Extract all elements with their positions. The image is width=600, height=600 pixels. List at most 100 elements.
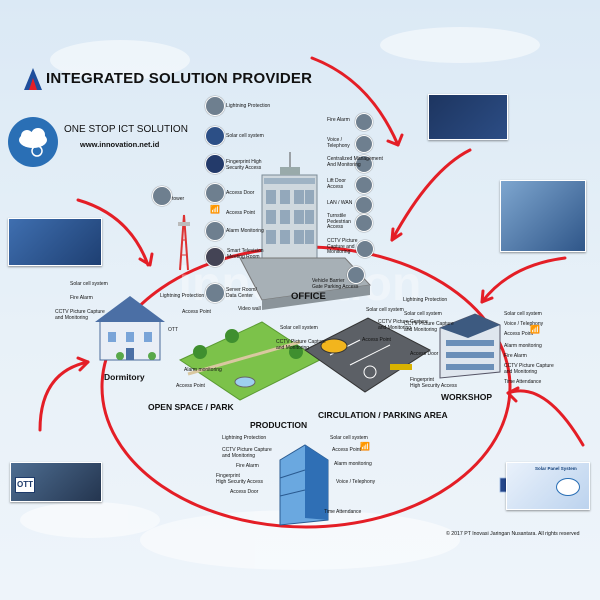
dorm-fire-label: Fire Alarm bbox=[70, 295, 93, 301]
cloud-badge-icon bbox=[8, 117, 58, 167]
office-lan-label: LAN / WAN bbox=[327, 200, 353, 206]
red-arrows bbox=[38, 56, 585, 447]
office-ap-label: Access Point bbox=[226, 210, 255, 216]
office-videowall-label: Video wall bbox=[238, 306, 261, 312]
datacenter-photo-panel bbox=[500, 180, 586, 252]
office-smart-tv-label: Smart Television Meeting Room bbox=[227, 248, 264, 260]
monitoring-icon bbox=[355, 155, 373, 173]
prod-time-label: Time Attendance bbox=[324, 509, 362, 515]
parking-ap-label: Access Point bbox=[362, 337, 391, 343]
ws-cctv2-label: CCTV Picture Capture and Monitoring bbox=[504, 363, 554, 375]
lift-door-icon bbox=[355, 176, 373, 194]
dorm-cctv-label: CCTV Picture Capture and Monitoring bbox=[55, 309, 105, 321]
office-barrier-label: Vehicle Barrier Gate Parking Access bbox=[312, 278, 359, 290]
office-voice-label: Voice / Telephony bbox=[327, 137, 350, 149]
tower-label: tower bbox=[172, 196, 185, 202]
zone-office-title: OFFICE bbox=[291, 291, 326, 302]
ws-solar-label: Solar cell system bbox=[404, 311, 442, 317]
dorm-ott-label: OTT bbox=[168, 327, 178, 333]
company-logo-icon bbox=[24, 68, 42, 90]
turnstile-icon bbox=[355, 214, 373, 232]
network-switch-icon bbox=[355, 196, 373, 214]
office-server-label: Server Room/ Data Center bbox=[226, 287, 257, 299]
telephone-icon bbox=[355, 135, 373, 153]
ws-solar2-label: Solar cell system bbox=[504, 311, 542, 317]
tagline: ONE STOP ICT SOLUTION bbox=[64, 124, 188, 135]
access-door-icon bbox=[205, 183, 225, 203]
dorm-ap-label: Access Point bbox=[182, 309, 211, 315]
park-cctv-label: CCTV Picture Capture and Monitoring bbox=[276, 339, 326, 351]
wifi-icon: 📶 bbox=[530, 325, 540, 334]
office-turnstile-label: Turnstile Pedestrian Access bbox=[327, 213, 351, 231]
dorm-lightning-label: Lightning Protection bbox=[160, 293, 205, 299]
solar-cell-icon bbox=[205, 126, 225, 146]
tower-icon bbox=[178, 214, 190, 271]
fire-alarm-icon bbox=[355, 113, 373, 131]
website-url[interactable]: www.innovation.net.id bbox=[80, 140, 160, 149]
ws-alarm-label: Alarm monitoring bbox=[504, 343, 542, 349]
ws-ap-label: Access Point bbox=[504, 331, 533, 337]
office-door-label: Access Door bbox=[226, 190, 255, 196]
lightbulb-icon bbox=[556, 478, 580, 496]
ws-cctv-label: CCTV Picture Capture and Monitoring bbox=[404, 321, 454, 333]
park-area bbox=[178, 321, 322, 401]
page-title: INTEGRATED SOLUTION PROVIDER bbox=[46, 70, 313, 87]
parking-solar-label: Solar cell system bbox=[366, 307, 404, 313]
office-centralized-label: Centralized Management And Monitoring bbox=[327, 156, 383, 168]
wifi-icon: 📶 bbox=[210, 205, 220, 214]
security-devices-panel bbox=[8, 218, 102, 266]
zone-workshop-title: WORKSHOP bbox=[441, 392, 492, 402]
barrier-gate-icon bbox=[347, 266, 365, 284]
prod-fingerprint-label: Fingerprint High Security Access bbox=[216, 473, 263, 485]
office-lift-label: Lift Door Access bbox=[327, 178, 346, 190]
tower-antenna-icon bbox=[152, 186, 172, 206]
production-building bbox=[279, 444, 329, 526]
cctv-camera-icon bbox=[356, 240, 374, 258]
zone-parking-title: CIRCULATION / PARKING AREA bbox=[318, 410, 448, 420]
copyright-text: © 2017 PT Inovasi Jaringan Nusantara. Al… bbox=[446, 531, 580, 537]
prod-alarm-label: Alarm monitoring bbox=[334, 461, 372, 467]
office-solar-label: Solar cell system bbox=[226, 133, 264, 139]
zone-dormitory-title: Dormitory bbox=[104, 372, 145, 382]
wifi-icon: 📶 bbox=[360, 442, 370, 451]
ws-lightning-label: Lightning Protection bbox=[403, 297, 448, 303]
prod-fire-label: Fire Alarm bbox=[236, 463, 259, 469]
office-lightning-label: Lightning Protection bbox=[226, 103, 271, 109]
ws-fingerprint-label: Fingerprint High Security Access bbox=[410, 377, 457, 389]
smart-tv-icon bbox=[205, 247, 225, 267]
office-firealarm-label: Fire Alarm bbox=[327, 117, 350, 123]
prod-ap-label: Access Point bbox=[332, 447, 361, 453]
prod-lightning-label: Lightning Protection bbox=[222, 435, 267, 441]
fingerprint-icon bbox=[205, 154, 225, 174]
alarm-monitor-icon bbox=[205, 221, 225, 241]
ws-time-label: Time Attendance bbox=[504, 379, 542, 385]
zone-park-title: OPEN SPACE / PARK bbox=[148, 402, 234, 412]
software-screens-panel bbox=[428, 94, 508, 140]
prod-cctv-label: CCTV Picture Capture and Monitoring bbox=[222, 447, 272, 459]
ws-door-label: Access Door bbox=[410, 351, 439, 357]
park-ap-label: Access Point bbox=[176, 383, 205, 389]
ott-badge: OTT bbox=[15, 477, 35, 493]
parking-cctv-label: CCTV Picture Capture and Monitoring bbox=[378, 319, 428, 331]
ws-voice-label: Voice / Telephony bbox=[504, 321, 544, 327]
prod-voice-label: Voice / Telephony bbox=[336, 479, 376, 485]
park-alarm-label: Alarm monitoring bbox=[184, 367, 222, 373]
cloud-decoration bbox=[20, 27, 540, 570]
office-cctv-label: CCTV Picture Capture and Monitoring bbox=[327, 238, 358, 256]
prod-solar-label: Solar cell system bbox=[330, 435, 368, 441]
ws-fire-label: Fire Alarm bbox=[504, 353, 527, 359]
zone-production-title: PRODUCTION bbox=[250, 420, 308, 430]
office-building bbox=[239, 152, 372, 310]
dormitory-building bbox=[95, 296, 165, 361]
dorm-solar-label: Solar cell system bbox=[70, 281, 108, 287]
parking-area bbox=[304, 317, 431, 393]
office-fingerprint-label: Fingerprint High Security Access bbox=[226, 159, 262, 171]
server-rack-icon bbox=[205, 283, 225, 303]
prod-door-label: Access Door bbox=[230, 489, 259, 495]
park-solar-label: Solar cell system bbox=[280, 325, 318, 331]
workshop-building bbox=[439, 313, 501, 379]
office-alarm-label: Alarm Monitoring bbox=[226, 228, 264, 234]
solar-panel-title: Solar Panel System bbox=[535, 466, 577, 471]
